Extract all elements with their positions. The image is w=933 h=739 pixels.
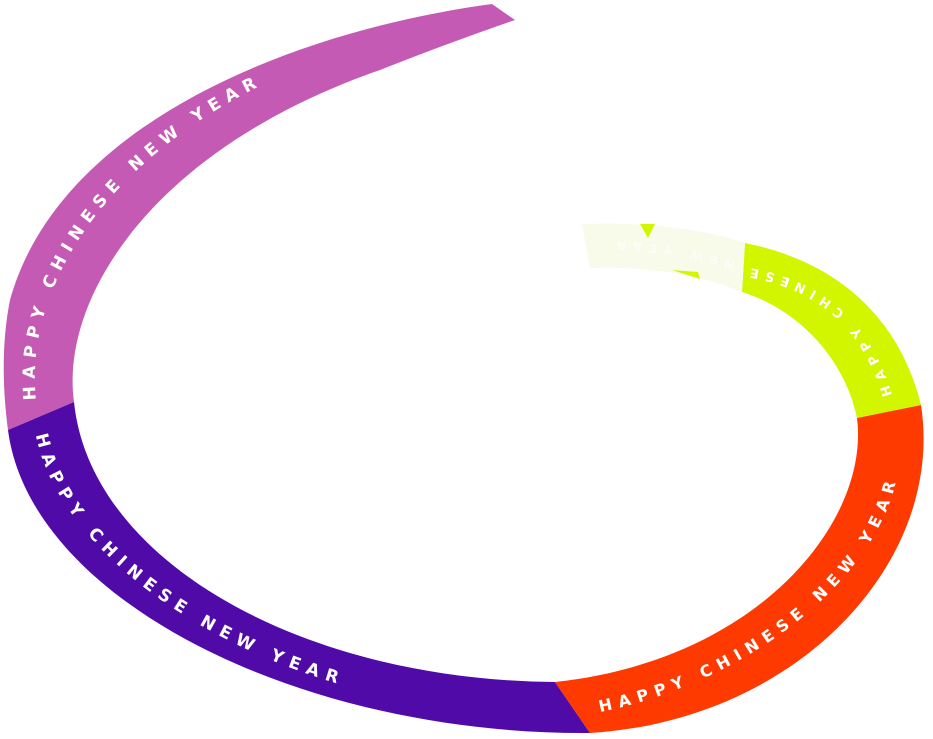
ribbon-pale-lime-notch-bottom — [672, 270, 700, 279]
ribbon-segment-pale — [582, 223, 745, 292]
ribbon-segment-violet — [8, 402, 590, 734]
ribbon-pale-lime-notch-top — [640, 224, 655, 238]
ribbon-segment-pink — [3, 4, 516, 430]
ribbon-segment-orange — [555, 405, 924, 733]
ribbon-segment-lime — [742, 243, 921, 418]
